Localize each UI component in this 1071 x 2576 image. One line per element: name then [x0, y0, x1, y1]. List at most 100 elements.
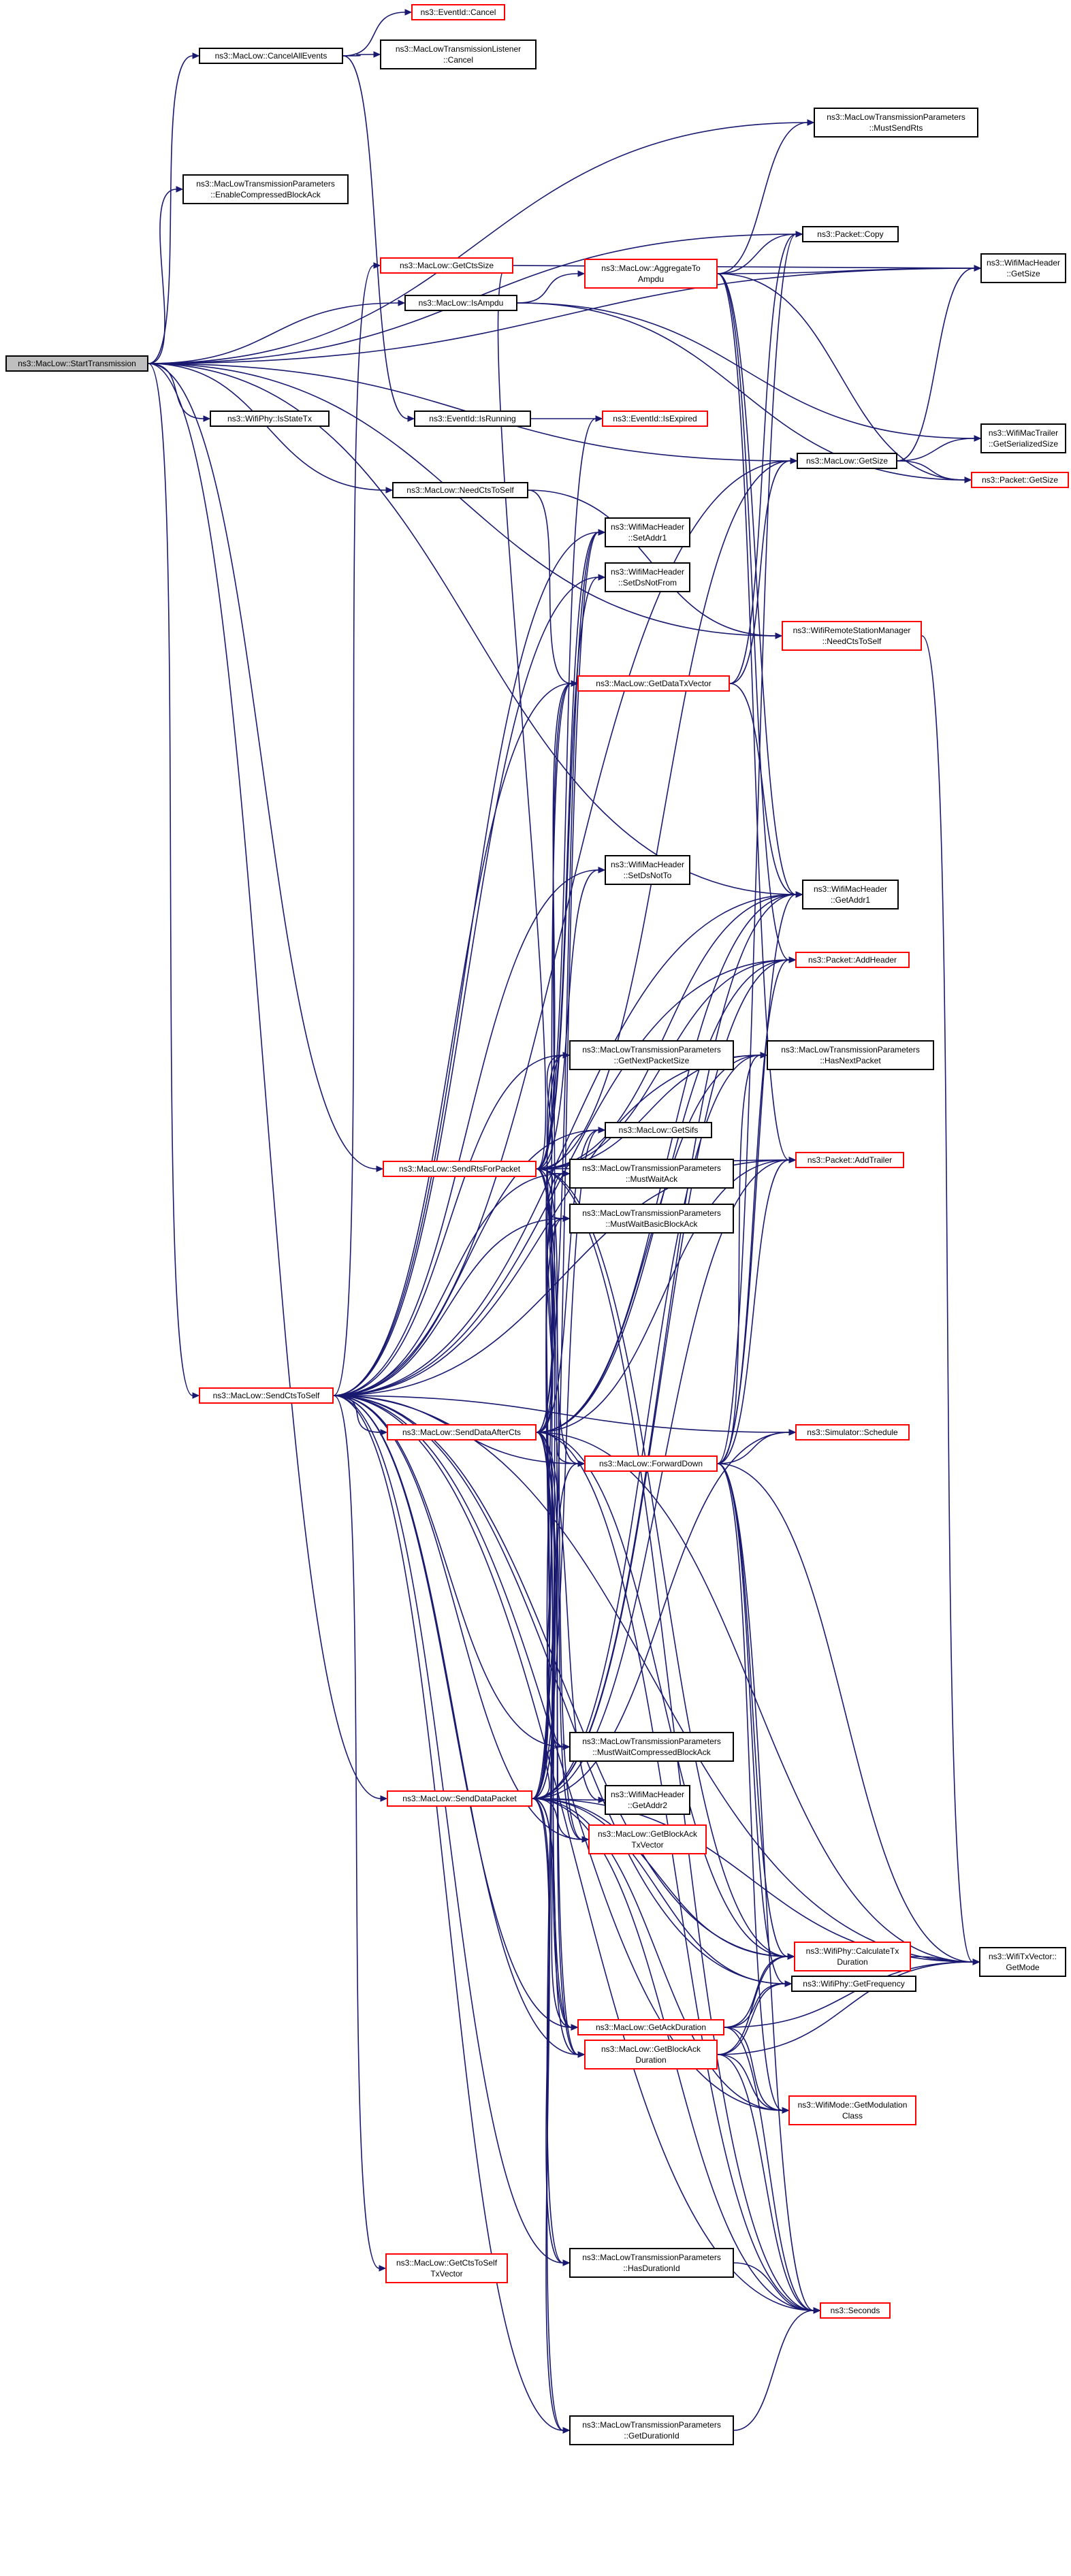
edge-send-data-after-cts-to-get-block-ack-tx-vector: [536, 1432, 583, 1840]
edge-send-cts-to-self-to-has-duration-id: [333, 1395, 564, 2264]
node-has-duration-id[interactable]: ns3::MacLowTransmissionParameters::HasDu…: [569, 2248, 734, 2278]
node-has-next-packet[interactable]: ns3::MacLowTransmissionParameters::HasNe…: [767, 1040, 934, 1070]
node-packet-get-size[interactable]: ns3::Packet::GetSize: [971, 472, 1069, 488]
node-start-transmission[interactable]: ns3::MacLow::StartTransmission: [5, 355, 148, 372]
edge-arrowhead: [407, 415, 415, 422]
node-must-wait-compressed-block-ack[interactable]: ns3::MacLowTransmissionParameters::MustW…: [569, 1732, 734, 1762]
edge-arrowhead: [562, 2259, 571, 2266]
node-get-sifs[interactable]: ns3::MacLow::GetSifs: [605, 1122, 712, 1138]
node-event-id-cancel[interactable]: ns3::EventId::Cancel: [411, 4, 505, 20]
edge-arrowhead: [807, 119, 815, 126]
node-enable-compressed-block-ack[interactable]: ns3::MacLowTransmissionParameters::Enabl…: [182, 174, 349, 204]
node-get-frequency[interactable]: ns3::WifiPhy::GetFrequency: [791, 1976, 916, 1992]
node-get-addr2[interactable]: ns3::WifiMacHeader::GetAddr2: [605, 1785, 690, 1815]
edge-arrowhead: [782, 2107, 790, 2114]
edge-aggregate-to-ampdu-to-must-send-rts: [717, 122, 808, 274]
node-label: ns3::Packet::AddHeader: [808, 955, 897, 965]
edge-send-cts-to-self-to-mac-low-get-size: [333, 460, 791, 1396]
node-label: ::GetSerializedSize: [988, 439, 1059, 449]
node-packet-add-header[interactable]: ns3::Packet::AddHeader: [795, 952, 910, 968]
node-label: ns3::MacLow::GetDataTxVector: [596, 679, 712, 688]
edge-start-transmission-to-rsmneed-cts-to-self: [148, 363, 776, 637]
node-get-ack-duration[interactable]: ns3::MacLow::GetAckDuration: [577, 2019, 724, 2035]
node-send-data-packet[interactable]: ns3::MacLow::SendDataPacket: [387, 1790, 532, 1807]
node-trailer-get-serialized-size[interactable]: ns3::WifiMacTrailer::GetSerializedSize: [980, 423, 1066, 453]
node-get-duration-id[interactable]: ns3::MacLowTransmissionParameters::GetDu…: [569, 2415, 734, 2445]
node-forward-down[interactable]: ns3::MacLow::ForwardDown: [584, 1455, 718, 1472]
node-get-addr1[interactable]: ns3::WifiMacHeader::GetAddr1: [802, 880, 899, 909]
edge-arrowhead: [974, 265, 982, 272]
edge-arrowhead: [795, 891, 803, 898]
edge-arrowhead: [571, 2024, 579, 2031]
node-must-wait-ack[interactable]: ns3::MacLowTransmissionParameters::MustW…: [569, 1159, 734, 1189]
node-set-ds-not-to[interactable]: ns3::WifiMacHeader::SetDsNotTo: [605, 855, 690, 885]
node-simulator-schedule[interactable]: ns3::Simulator::Schedule: [795, 1424, 910, 1440]
node-need-cts-to-self[interactable]: ns3::MacLow::NeedCtsToSelf: [392, 482, 528, 498]
edge-send-rts-for-packet-to-forward-down: [536, 1168, 579, 1464]
node-is-expired[interactable]: ns3::EventId::IsExpired: [602, 410, 708, 427]
node-set-addr1[interactable]: ns3::WifiMacHeader::SetAddr1: [605, 517, 690, 547]
node-listener-cancel[interactable]: ns3::MacLowTransmissionListener::Cancel: [380, 39, 537, 69]
node-is-ampdu[interactable]: ns3::MacLow::IsAmpdu: [404, 295, 517, 311]
edge-send-cts-to-self-to-get-block-ack-tx-vector: [333, 1395, 583, 1840]
edge-arrowhead: [385, 487, 394, 494]
edge-send-data-packet-to-get-frequency: [532, 1798, 786, 1984]
node-label: ns3::WifiMacHeader: [610, 567, 685, 577]
node-label: ns3::EventId::IsRunning: [429, 414, 516, 423]
edge-send-data-after-cts-to-must-wait-basic-block-ack: [536, 1218, 564, 1433]
node-set-ds-not-from[interactable]: ns3::WifiMacHeader::SetDsNotFrom: [605, 562, 690, 592]
node-label: ns3::MacLow::CancelAllEvents: [214, 51, 327, 61]
edge-arrowhead: [788, 1429, 797, 1436]
node-label: ns3::EventId::IsExpired: [613, 414, 697, 423]
node-label: ns3::MacLow::GetSifs: [618, 1125, 699, 1135]
node-send-rts-for-packet[interactable]: ns3::MacLow::SendRtsForPacket: [383, 1161, 537, 1177]
node-is-running[interactable]: ns3::EventId::IsRunning: [414, 410, 531, 427]
edge-arrowhead: [577, 1460, 586, 1467]
node-label: ns3::WifiPhy::GetFrequency: [803, 1979, 905, 1989]
node-label: ns3::MacLow::NeedCtsToSelf: [406, 485, 514, 495]
edge-arrowhead: [176, 186, 184, 193]
node-get-mode[interactable]: ns3::WifiTxVector::GetMode: [979, 1947, 1066, 1977]
node-mac-low-get-size[interactable]: ns3::MacLow::GetSize: [797, 453, 897, 469]
node-label: ns3::MacLowTransmissionParameters: [582, 1208, 721, 1218]
node-rsmneed-cts-to-self[interactable]: ns3::WifiRemoteStationManager::NeedCtsTo…: [782, 621, 922, 651]
node-get-data-tx-vector[interactable]: ns3::MacLow::GetDataTxVector: [577, 675, 730, 692]
edge-cancel-all-events-to-is-running: [342, 55, 409, 419]
edge-send-data-after-cts-to-packet-add-trailer: [536, 1159, 790, 1433]
node-get-next-packet-size[interactable]: ns3::MacLowTransmissionParameters::GetNe…: [569, 1040, 734, 1070]
edge-is-ampdu-to-trailer-get-serialized-size: [517, 302, 975, 439]
edge-get-data-tx-vector-to-packet-copy: [729, 234, 797, 684]
node-send-cts-to-self[interactable]: ns3::MacLow::SendCtsToSelf: [199, 1387, 334, 1404]
node-must-wait-basic-block-ack[interactable]: ns3::MacLowTransmissionParameters::MustW…: [569, 1204, 734, 1234]
edge-get-ack-duration-to-get-modulation-class: [724, 2027, 783, 2111]
node-packet-copy[interactable]: ns3::Packet::Copy: [802, 226, 899, 242]
node-must-send-rts[interactable]: ns3::MacLowTransmissionParameters::MustS…: [814, 108, 978, 138]
node-is-state-tx[interactable]: ns3::WifiPhy::IsStateTx: [210, 410, 330, 427]
edge-arrowhead: [972, 1959, 980, 1965]
node-get-cts-size[interactable]: ns3::MacLow::GetCtsSize: [380, 257, 513, 274]
node-label: ns3::MacLowTransmissionParameters: [781, 1045, 920, 1054]
edge-arrowhead: [373, 262, 381, 269]
node-seconds[interactable]: ns3::Seconds: [820, 2302, 891, 2319]
node-label: ns3::Packet::GetSize: [981, 475, 1059, 485]
node-label: ns3::MacLow::GetAckDuration: [595, 2023, 707, 2032]
edge-send-data-after-cts-to-has-next-packet: [536, 1054, 761, 1433]
edge-send-cts-to-self-to-get-next-packet-size: [333, 1054, 564, 1396]
edge-send-rts-for-packet-to-set-ds-not-to: [536, 869, 599, 1170]
node-cancel-all-events[interactable]: ns3::MacLow::CancelAllEvents: [199, 48, 343, 64]
node-packet-add-trailer[interactable]: ns3::Packet::AddTrailer: [795, 1152, 904, 1168]
edge-send-rts-for-packet-to-mac-low-get-size: [536, 460, 791, 1170]
node-send-data-after-cts[interactable]: ns3::MacLow::SendDataAfterCts: [387, 1424, 537, 1440]
node-label: ns3::Packet::AddTrailer: [807, 1155, 893, 1165]
edge-arrowhead: [598, 867, 606, 873]
node-wifi-mac-header-get-size[interactable]: ns3::WifiMacHeader::GetSize: [980, 253, 1066, 283]
edge-get-block-ack-duration-to-get-mode: [717, 1961, 974, 2055]
node-label: ns3::WifiPhy::CalculateTx: [805, 1946, 899, 1956]
